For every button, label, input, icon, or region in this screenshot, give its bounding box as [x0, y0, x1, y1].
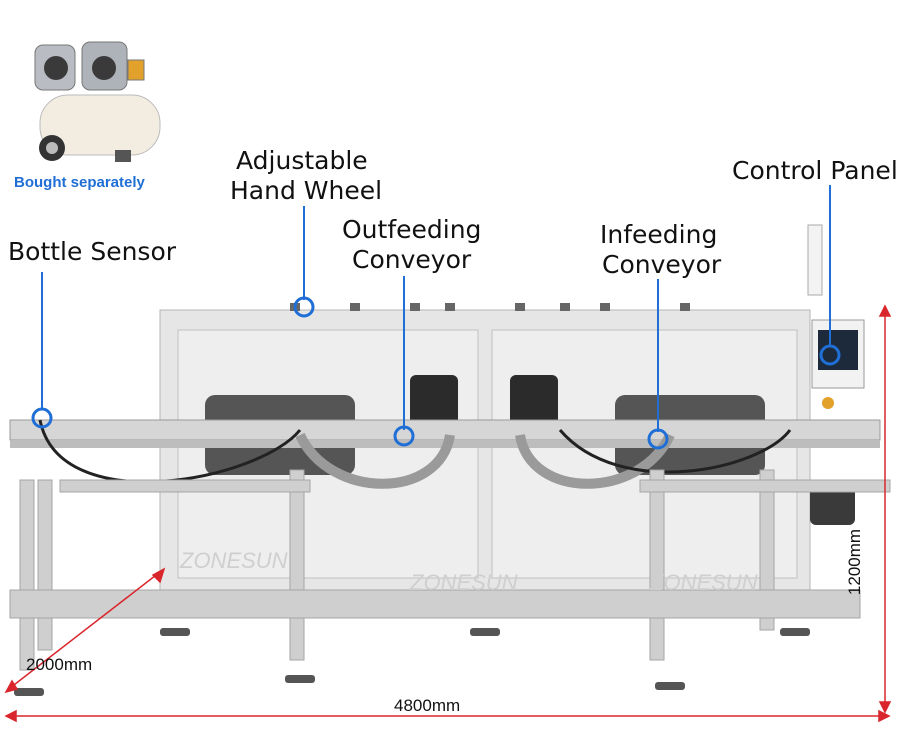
- infeeding-label-line1: Infeeding: [600, 220, 718, 249]
- watermark-2: ZONESUN: [409, 570, 518, 595]
- length-dimension-label: 4800mm: [394, 696, 461, 715]
- outfeeding-label-line2: Conveyor: [352, 245, 472, 274]
- bottle-sensor-marker: [31, 407, 53, 429]
- watermark-3: ZONESUN: [649, 570, 758, 595]
- control-panel-label: Control Panel: [732, 156, 898, 185]
- air-compressor: [34, 41, 161, 162]
- outfeeding-marker: [393, 425, 415, 447]
- watermark-1: ZONESUN: [179, 548, 288, 573]
- hand-wheel-label-line2: Hand Wheel: [230, 176, 383, 205]
- outfeeding-label-line1: Outfeeding: [342, 215, 482, 244]
- depth-dimension-label: 2000mm: [26, 655, 93, 674]
- bottle-sensor-label: Bottle Sensor: [8, 237, 177, 266]
- hand-wheel-marker: [293, 296, 315, 318]
- hand-wheel-label-line1: Adjustable: [236, 146, 368, 175]
- control-panel-marker: [819, 344, 841, 366]
- infeeding-label-line2: Conveyor: [602, 250, 722, 279]
- height-dimension-label: 1200mm: [845, 528, 865, 596]
- infeeding-marker: [647, 428, 669, 450]
- depth-dimension-line: [9, 571, 161, 689]
- bought-separately-note: Bought separately: [14, 174, 145, 191]
